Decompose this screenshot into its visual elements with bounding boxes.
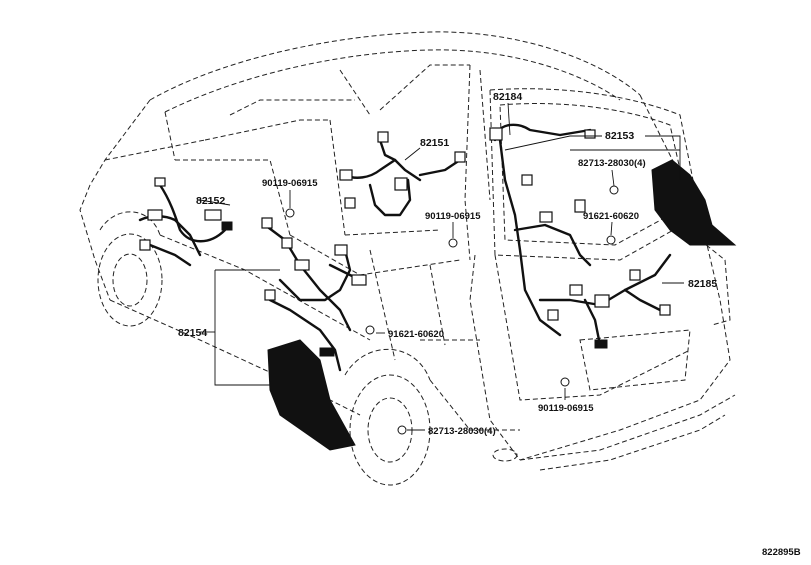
harness-82151 (339, 131, 466, 217)
label-82713-28030-upper: 82713-28030(4) (578, 158, 646, 169)
harness-82152 (138, 177, 233, 267)
label-82153: 82153 (605, 130, 634, 142)
part-labels: 82184 82151 82153 82152 82154 82185 (178, 91, 717, 339)
diagram-code: 822895B (762, 547, 801, 558)
label-82151: 82151 (420, 137, 449, 149)
label-82152: 82152 (196, 195, 225, 207)
label-82154: 82154 (178, 327, 207, 339)
fastener-labels: 90119-06915 90119-06915 82713-28030(4) 9… (262, 158, 646, 437)
label-91621-60620-right: 91621-60620 (583, 211, 639, 222)
fasteners (285, 185, 619, 435)
label-90119-06915-rear: 90119-06915 (538, 403, 594, 414)
vehicle-body-outline (79, 31, 736, 486)
label-82185: 82185 (688, 278, 717, 290)
trim-panel (651, 159, 737, 246)
harness-82184 (489, 123, 672, 349)
label-82713-28030-lower: 82713-28030(4) (428, 426, 496, 437)
label-82184: 82184 (493, 91, 522, 103)
leader-lines (199, 102, 684, 431)
label-91621-60620-center: 91621-60620 (388, 329, 444, 340)
label-90119-06915-mid: 90119-06915 (425, 211, 481, 222)
label-90119-06915-left: 90119-06915 (262, 178, 318, 189)
harness-82154 (261, 217, 367, 451)
